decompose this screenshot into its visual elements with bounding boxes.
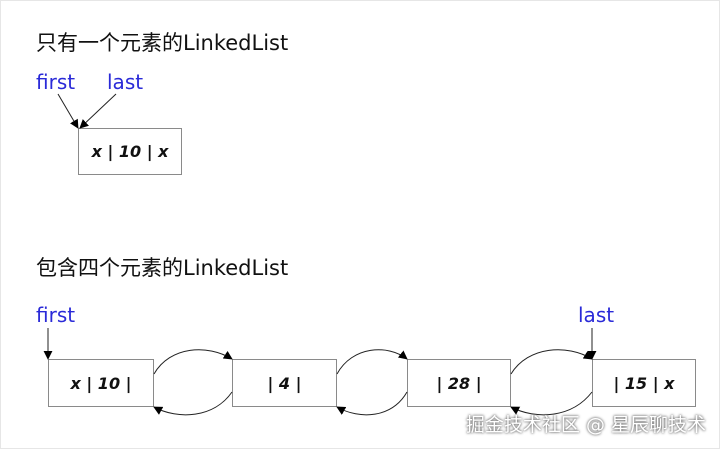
last-pointer-label-single: last <box>107 70 144 94</box>
prev-link-2-1 <box>153 391 233 416</box>
single-node: x | 10 | x <box>78 128 182 175</box>
last-pointer-arrow-single <box>79 93 117 129</box>
first-pointer-arrow-single <box>57 93 79 129</box>
node-2: | 4 | <box>232 359 337 407</box>
prev-link-3-2 <box>336 391 408 416</box>
first-pointer-label-single: first <box>36 70 76 94</box>
node-4: | 15 | x <box>592 359 696 407</box>
four-element-title: 包含四个元素的LinkedList <box>36 256 289 280</box>
first-pointer-label: first <box>36 303 76 327</box>
last-pointer-label: last <box>578 303 615 327</box>
next-link-1-2 <box>153 349 233 375</box>
single-element-title: 只有一个元素的LinkedList <box>36 31 289 55</box>
next-link-2-3 <box>336 349 408 375</box>
node-3: | 28 | <box>407 359 511 407</box>
next-link-3-4 <box>510 349 593 375</box>
node-1: x | 10 | <box>48 359 154 407</box>
prev-link-4-3 <box>510 391 593 416</box>
watermark: 掘金技术社区 @ 星辰聊技术 <box>465 414 706 436</box>
